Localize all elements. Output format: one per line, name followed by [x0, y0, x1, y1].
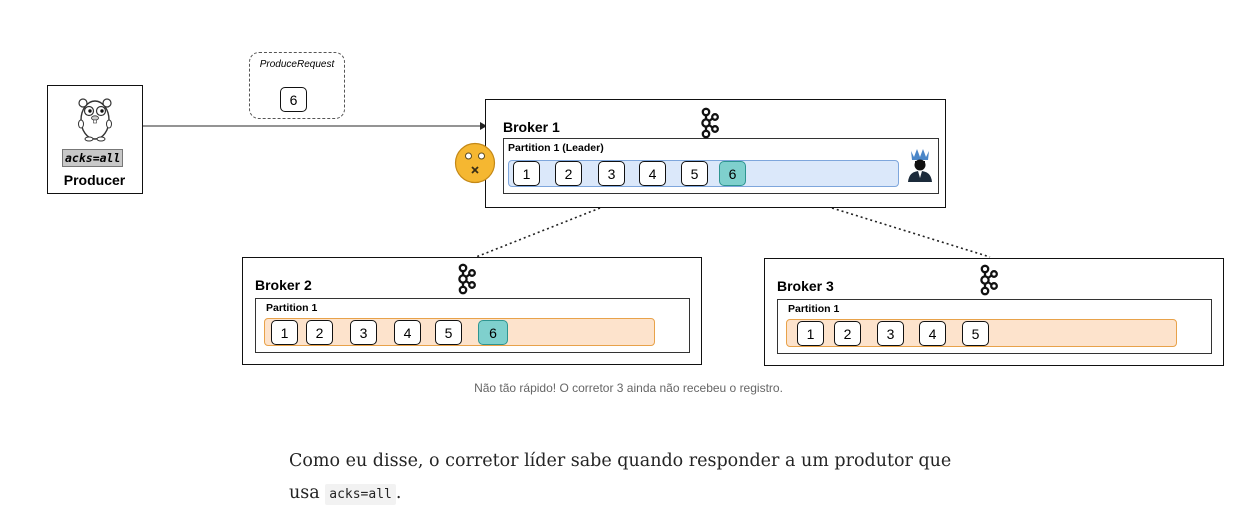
broker-2-record-new: 6 [478, 320, 508, 345]
broker-2-box: Broker 2 Partition 1 1 2 3 4 5 6 [242, 257, 702, 365]
broker-3-partition-title: Partition 1 [788, 303, 840, 315]
article-text: usa [289, 483, 326, 503]
broker-2-record: 4 [394, 320, 421, 345]
gopher-icon [78, 98, 112, 142]
broker-2-record: 2 [306, 320, 333, 345]
broker-1-record: 1 [513, 161, 540, 186]
broker-3-record: 1 [797, 321, 824, 346]
producer-label: Producer [63, 172, 126, 188]
kafka-icon [980, 264, 998, 296]
broker-1-record-new: 6 [719, 161, 746, 186]
producer-box: acks=all Producer [47, 85, 143, 194]
broker-3-record: 5 [962, 321, 989, 346]
produce-request-box: ProduceRequest 6 [249, 52, 345, 119]
crowned-leader-icon [908, 149, 932, 182]
broker-2-partition: Partition 1 1 2 3 4 5 6 [255, 298, 690, 353]
broker-1-record: 4 [639, 161, 666, 186]
article-paragraph-line-1: Como eu disse, o corretor líder sabe qua… [289, 451, 952, 471]
broker-1-partition-title: Partition 1 (Leader) [508, 142, 604, 154]
confused-face-icon [454, 142, 496, 184]
produce-request-label: ProduceRequest [259, 59, 335, 70]
produce-request-record: 6 [280, 87, 307, 112]
broker-3-box: Broker 3 Partition 1 1 2 3 4 5 [764, 258, 1224, 366]
broker-3-record: 4 [919, 321, 946, 346]
broker-2-record: 3 [350, 320, 377, 345]
broker-1-record: 3 [598, 161, 625, 186]
broker-1-partition: Partition 1 (Leader) 1 2 3 4 5 6 [503, 138, 939, 194]
broker-2-title: Broker 2 [255, 277, 312, 293]
producer-acks-label: acks=all [62, 149, 124, 167]
kafka-icon [701, 107, 719, 139]
broker-1-title: Broker 1 [503, 119, 560, 135]
broker-1-box: Broker 1 Partition 1 (Leader) 1 2 3 4 5 … [485, 99, 946, 208]
broker-3-title: Broker 3 [777, 278, 834, 294]
broker-3-record: 2 [834, 321, 861, 346]
kafka-icon [458, 263, 476, 295]
article-text: . [395, 483, 402, 503]
broker-2-partition-title: Partition 1 [266, 302, 318, 314]
broker-2-record: 5 [435, 320, 462, 345]
broker-2-record: 1 [271, 320, 298, 345]
broker-3-record: 3 [877, 321, 904, 346]
figure-caption: Não tão rápido! O corretor 3 ainda não r… [474, 381, 783, 395]
broker-3-partition: Partition 1 1 2 3 4 5 [777, 299, 1212, 354]
broker-1-record: 2 [555, 161, 582, 186]
inline-code: acks=all [325, 484, 396, 505]
article-paragraph-line-2: usa acks=all. [289, 483, 402, 505]
broker-1-record: 5 [681, 161, 708, 186]
